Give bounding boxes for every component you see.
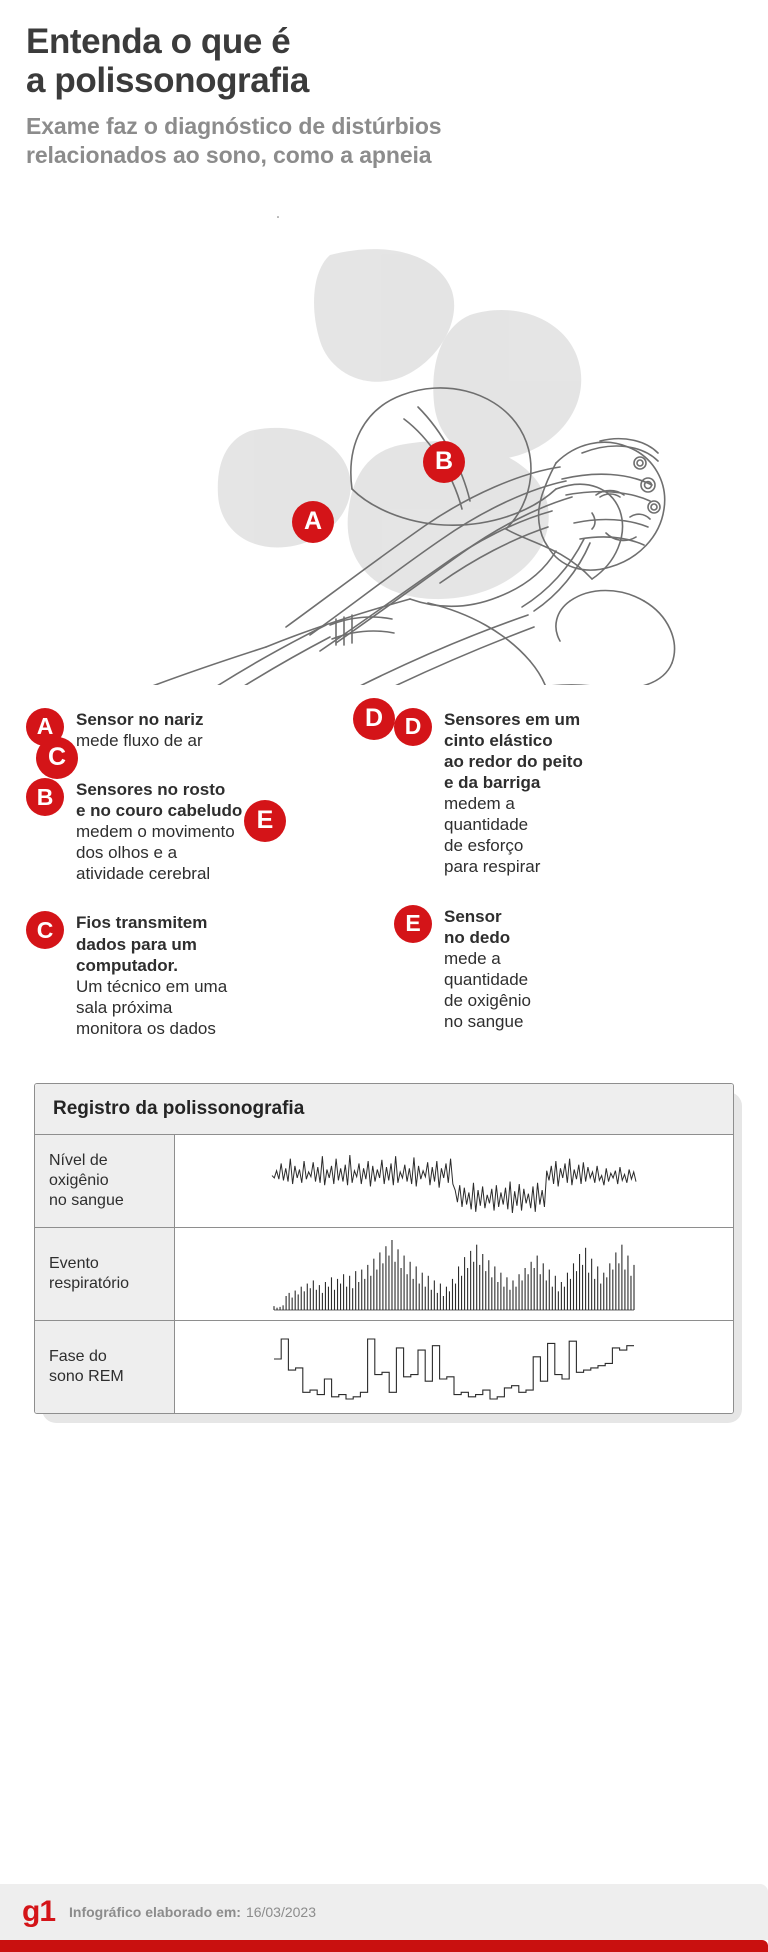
page-subtitle: Exame faz o diagnóstico de distúrbios re… <box>26 113 442 168</box>
legend-column-right: D Sensores em um cinto elástico ao redor… <box>394 707 742 1058</box>
chart-label-respiratory: Evento respiratório <box>35 1227 175 1320</box>
footer-credit-label: Infográfico elaborado em: <box>69 1904 241 1920</box>
chart-plot-respiratory <box>175 1227 733 1320</box>
footer-red-rule <box>0 1940 768 1952</box>
legend: A Sensor no nariz mede fluxo de ar B Sen… <box>26 707 742 1065</box>
legend-badge-e: E <box>394 904 432 943</box>
page-title: Entenda o que é a polissonografia <box>26 22 309 101</box>
header: Entenda o que é a polissonografia Exame … <box>0 0 768 169</box>
legend-desc-b: medem o movimento dos olhos e a atividad… <box>76 822 235 884</box>
footer-bar: g1 Infográfico elaborado em: 16/03/2023 <box>0 1884 768 1940</box>
respiratory-event-bars <box>273 1239 635 1311</box>
chart-row-oxygen: Nível de oxigênio no sangue <box>35 1134 733 1228</box>
illustration: A B C D E <box>0 195 768 842</box>
chart-label-rem: Fase do sono REM <box>35 1320 175 1413</box>
illustration-marker-a: A <box>292 500 334 543</box>
illustration-marker-b: B <box>423 440 465 483</box>
legend-badge-c: C <box>26 911 64 950</box>
legend-badge-d: D <box>394 707 432 746</box>
chart-label-oxygen: Nível de oxigênio no sangue <box>35 1134 175 1227</box>
chart-plot-rem <box>175 1320 733 1413</box>
illustration-marker-e: E <box>244 799 286 842</box>
legend-item-e: E Sensor no dedo mede a quantidade de ox… <box>394 904 742 1032</box>
legend-text-b: Sensores no rosto e no couro cabeludo me… <box>76 777 242 884</box>
chart-row-rem: Fase do sono REM <box>35 1320 733 1413</box>
legend-title-b: Sensores no rosto e no couro cabeludo <box>76 780 243 821</box>
panel-title: Registro da polissonografia <box>35 1083 733 1135</box>
legend-title-a: Sensor no nariz <box>76 709 204 729</box>
footer-date: 16/03/2023 <box>245 1904 317 1920</box>
sleeping-person-illustration <box>152 216 676 685</box>
legend-title-e: Sensor no dedo <box>444 906 511 947</box>
legend-desc-c: Um técnico em uma sala próxima monitora … <box>76 976 228 1038</box>
footer: g1 Infográfico elaborado em: 16/03/2023 <box>0 1884 768 1952</box>
chart-row-respiratory: Evento respiratório <box>35 1227 733 1321</box>
legend-title-c: Fios transmitem dados para um computador… <box>76 913 208 975</box>
legend-item-d: D Sensores em um cinto elástico ao redor… <box>394 707 742 878</box>
chart-plot-oxygen <box>175 1134 733 1227</box>
legend-text-e: Sensor no dedo mede a quantidade de oxig… <box>444 904 531 1032</box>
illustration-marker-c: C <box>36 736 78 779</box>
illustration-marker-d: D <box>353 697 395 740</box>
legend-item-a: A Sensor no nariz mede fluxo de ar <box>26 707 374 751</box>
legend-desc-e: mede a quantidade de oxigênio no sangue <box>444 948 531 1031</box>
legend-item-b: B Sensores no rosto e no couro cabeludo … <box>26 777 374 884</box>
legend-desc-d: medem a quantidade de esforço para respi… <box>444 794 541 877</box>
legend-desc-a: mede fluxo de ar <box>76 731 203 751</box>
legend-column-left: A Sensor no nariz mede fluxo de ar B Sen… <box>26 707 374 1065</box>
legend-title-d: Sensores em um cinto elástico ao redor d… <box>444 709 583 793</box>
legend-text-d: Sensores em um cinto elástico ao redor d… <box>444 707 583 878</box>
legend-badge-b: B <box>26 778 64 817</box>
legend-text-a: Sensor no nariz mede fluxo de ar <box>76 707 204 751</box>
rem-hypnogram <box>274 1338 634 1400</box>
polysomnography-record-panel: Registro da polissonografia Nível de oxi… <box>34 1082 742 1423</box>
legend-text-c: Fios transmitem dados para um computador… <box>76 910 227 1038</box>
oxygen-waveform <box>271 1154 637 1214</box>
g1-logo: g1 <box>22 1895 56 1928</box>
legend-item-c: C Fios transmitem dados para um computad… <box>26 910 374 1038</box>
